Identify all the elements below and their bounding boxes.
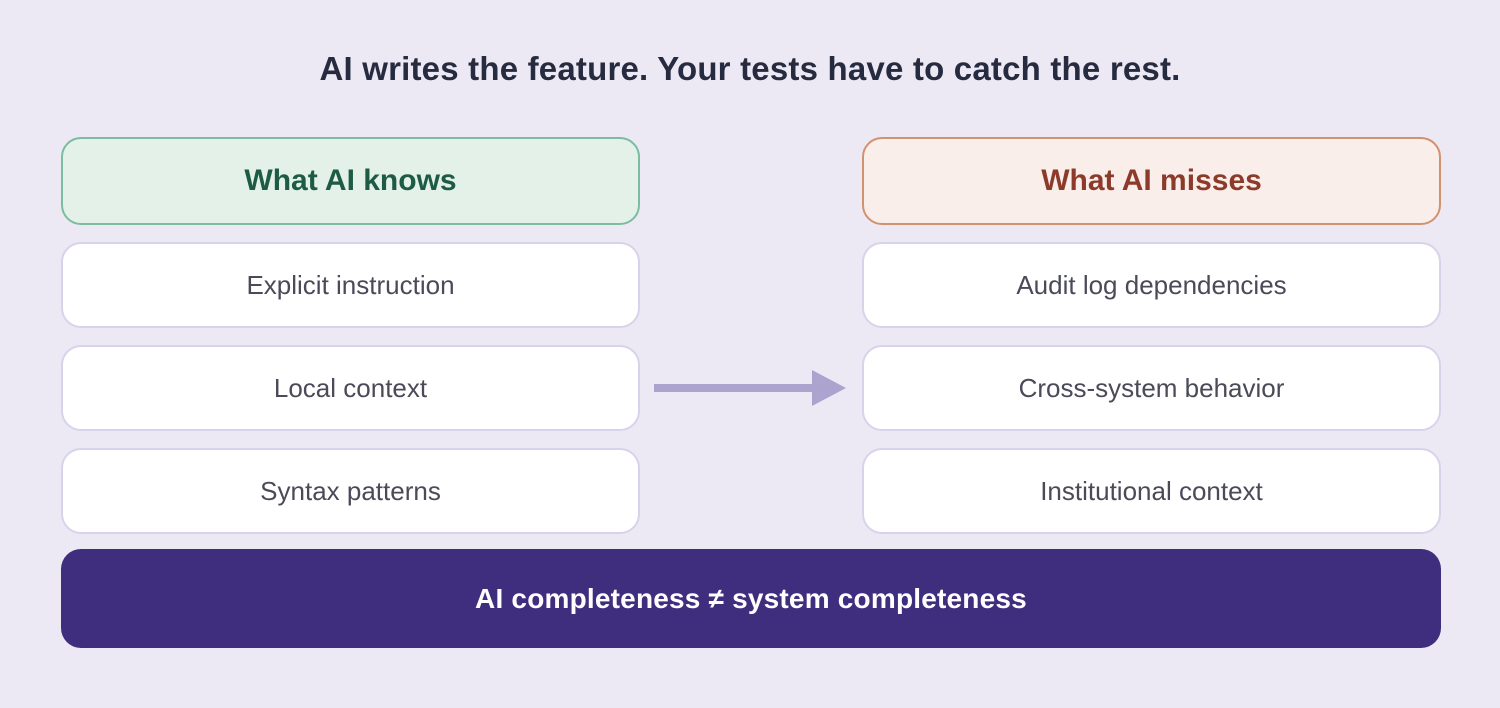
header-what-ai-misses: What AI misses (862, 137, 1441, 225)
conclusion-banner: AI completeness ≠ system completeness (61, 549, 1441, 648)
list-item-syntax-patterns: Syntax patterns (61, 448, 640, 534)
right-arrow-icon (654, 370, 846, 406)
comparison-columns: What AI knows Explicit instruction Local… (61, 137, 1441, 534)
list-item-label: Local context (273, 372, 428, 403)
list-item-label: Institutional context (1040, 475, 1263, 506)
list-item-institutional-context: Institutional context (862, 448, 1441, 534)
list-item-label: Explicit instruction (246, 269, 455, 300)
conclusion-banner-label: AI completeness ≠ system completeness (475, 582, 1027, 614)
header-what-ai-knows-label: What AI knows (244, 164, 457, 197)
list-item-label: Syntax patterns (260, 475, 441, 506)
list-item-label: Cross-system behavior (1018, 372, 1285, 403)
header-what-ai-misses-label: What AI misses (1041, 164, 1262, 197)
list-item-label: Audit log dependencies (1016, 269, 1287, 300)
column-what-ai-knows: What AI knows Explicit instruction Local… (61, 137, 640, 534)
list-item-audit-log-dependencies: Audit log dependencies (862, 242, 1441, 328)
list-item-cross-system-behavior: Cross-system behavior (862, 345, 1441, 431)
list-item-explicit-instruction: Explicit instruction (61, 242, 640, 328)
diagram-title: AI writes the feature. Your tests have t… (319, 50, 1181, 87)
list-item-local-context: Local context (61, 345, 640, 431)
column-what-ai-misses: What AI misses Audit log dependencies Cr… (862, 137, 1441, 534)
header-what-ai-knows: What AI knows (61, 137, 640, 225)
